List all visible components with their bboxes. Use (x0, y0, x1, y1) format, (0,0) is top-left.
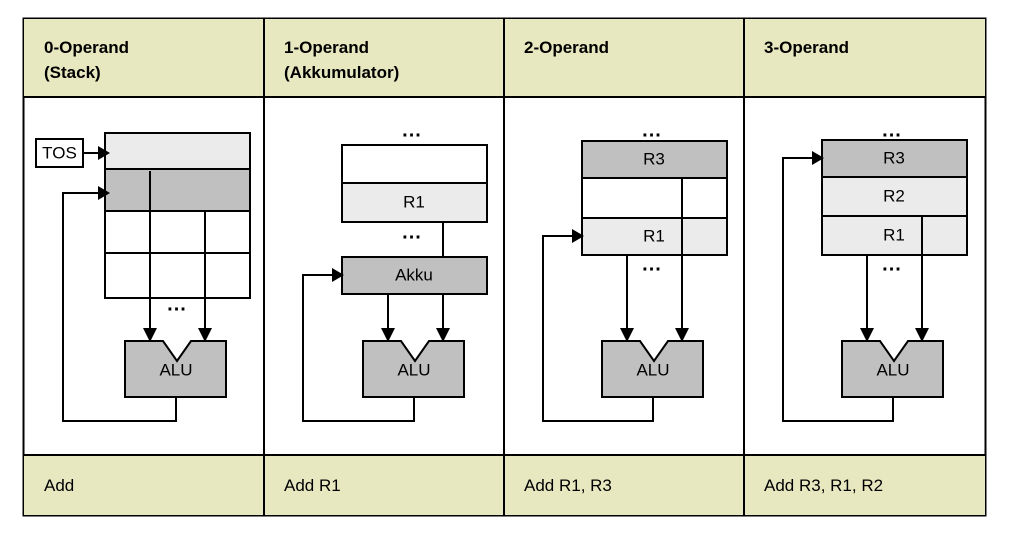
stack-cell-3 (104, 252, 251, 299)
header-cell-3 (744, 19, 985, 97)
accumulator-box (341, 256, 488, 295)
register-operand-arrowhead-3-right (915, 328, 929, 342)
alu-feedback-path-3 (782, 151, 894, 422)
alu-feedback-path-1 (302, 268, 415, 422)
column-3-diagram: ... R3 R2 R1 ... ALU (782, 119, 968, 422)
table-grid-lines (24, 19, 985, 515)
header-row: 0-Operand (Stack) 1-Operand (Akkumulator… (24, 19, 985, 97)
tos-label: TOS (42, 143, 77, 162)
regfile-ellipsis-top-1: ... (402, 119, 422, 141)
stack-ellipsis: ... (167, 293, 187, 315)
register-cell-3-2 (821, 215, 968, 256)
instruction-cell-3 (744, 455, 985, 515)
register-operand-arrowhead-1 (436, 328, 450, 342)
instruction-cell-2 (504, 455, 744, 515)
accumulator-to-alu-arrowhead (381, 328, 395, 342)
alu-label-0: ALU (159, 360, 192, 379)
header-title-3-line1: 3-Operand (764, 38, 849, 57)
register-operand-arrowhead-2-right (675, 328, 689, 342)
register-label-3-1: R2 (883, 186, 905, 205)
register-label-1-1: R1 (403, 192, 425, 211)
header-title-1-line1: 1-Operand (284, 38, 369, 57)
column-0-diagram: TOS ... ALU (35, 132, 251, 422)
instruction-text-0: Add (44, 476, 74, 495)
header-title-0-line2: (Stack) (44, 63, 101, 82)
register-label-2-2: R1 (643, 226, 665, 245)
register-cell-2-1 (581, 177, 728, 219)
header-cell-2 (504, 19, 744, 97)
alu-label-3: ALU (876, 360, 909, 379)
register-label-3-2: R1 (883, 225, 905, 244)
alu-feedback-path-0 (62, 186, 177, 422)
header-cell-1 (264, 19, 504, 97)
regfile-ellipsis-bottom-1: ... (402, 221, 422, 243)
alu-feedback-path-2 (542, 229, 654, 422)
alu-shape-2 (601, 340, 704, 398)
instruction-cell-1 (264, 455, 504, 515)
header-title-2-line1: 2-Operand (524, 38, 609, 57)
register-label-2-0: R3 (643, 149, 665, 168)
regfile-ellipsis-bottom-3: ... (882, 253, 902, 275)
alu-label-1: ALU (397, 360, 430, 379)
tos-arrow (83, 146, 110, 160)
regfile-ellipsis-bottom-2: ... (642, 253, 662, 275)
regfile-ellipsis-top-2: ... (642, 119, 662, 141)
header-cell-0 (24, 19, 264, 97)
alu-shape-3 (841, 340, 944, 398)
instruction-text-1: Add R1 (284, 476, 341, 495)
instruction-cell-0 (24, 455, 264, 515)
register-cell-3-1 (821, 176, 968, 217)
column-2-diagram: ... R3 R1 ... ALU (542, 119, 728, 422)
alu-shape-1 (362, 340, 465, 398)
column-1-diagram: ... R1 ... Akku ALU (302, 119, 488, 422)
stack-operand-arrowhead-right (198, 328, 212, 342)
register-operand-arrowhead-2-left (620, 328, 634, 342)
alu-shape-0 (124, 340, 227, 398)
stack-cell-0 (104, 132, 251, 170)
regfile-ellipsis-top-3: ... (882, 119, 902, 141)
tos-box (35, 138, 84, 168)
stack-cell-2 (104, 210, 251, 254)
alu-label-2: ALU (636, 360, 669, 379)
header-title-0-line1: 0-Operand (44, 38, 129, 57)
accumulator-label: Akku (395, 265, 433, 284)
stack-cell-1 (104, 168, 251, 212)
instruction-text-2: Add R1, R3 (524, 476, 612, 495)
instruction-row: Add Add R1 Add R1, R3 Add R3, R1, R2 (24, 455, 985, 515)
register-label-3-0: R3 (883, 148, 905, 167)
stack-operand-arrowhead-left (143, 328, 157, 342)
register-cell-1-1 (341, 182, 488, 223)
register-cell-1-0 (341, 144, 488, 184)
header-title-1-line2: (Akkumulator) (284, 63, 399, 82)
instruction-text-3: Add R3, R1, R2 (764, 476, 883, 495)
register-operand-arrowhead-3-left (860, 328, 874, 342)
